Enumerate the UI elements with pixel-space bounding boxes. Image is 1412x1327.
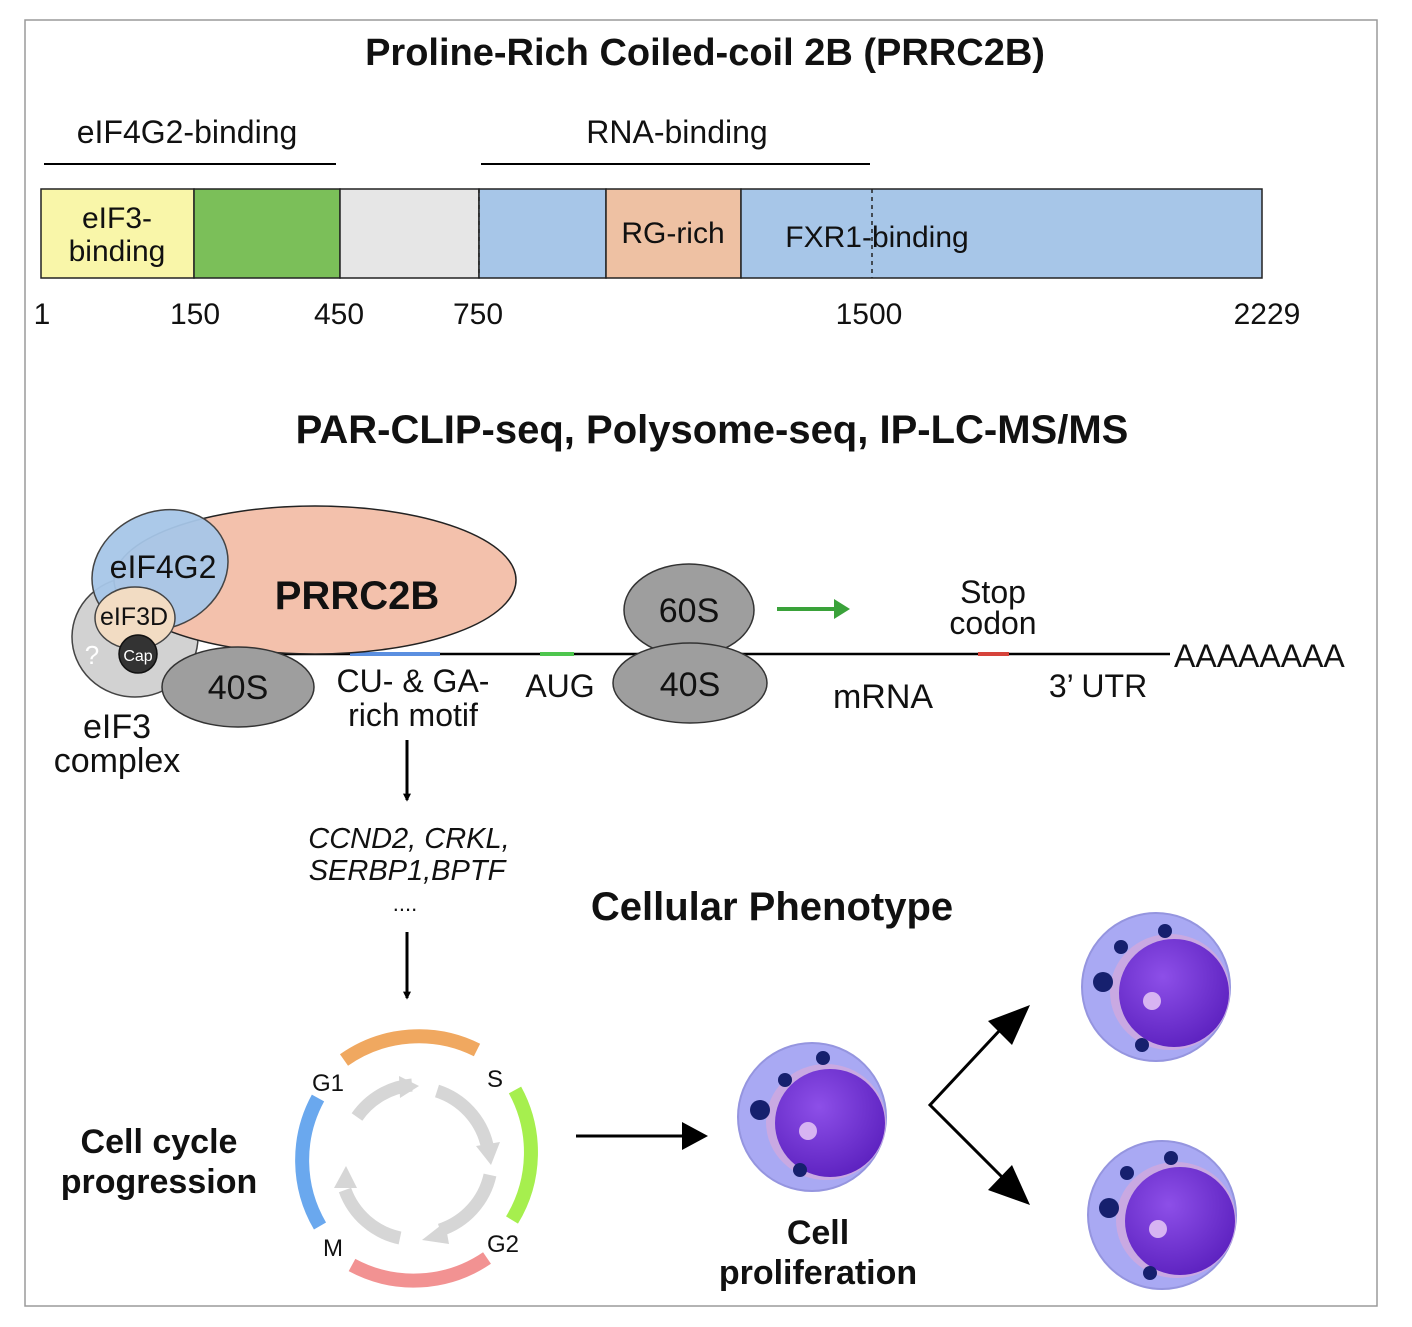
- aug-label: AUG: [525, 668, 594, 704]
- phase-m-label: M: [323, 1235, 343, 1262]
- position-label: 2229: [1234, 298, 1301, 331]
- position-label: 150: [170, 298, 220, 331]
- gray-domain: [339, 188, 480, 279]
- eif3d-label: eIF3D: [100, 603, 168, 631]
- ribosome-small-subunit-label: 40S: [660, 666, 721, 704]
- eif4g2-label: eIF4G2: [110, 549, 217, 585]
- cycle-inner-arrowhead: [399, 1076, 419, 1098]
- methods-title: PAR-CLIP-seq, Polysome-seq, IP-LC-MS/MS: [296, 408, 1129, 452]
- position-label: 1: [34, 298, 51, 331]
- fxr1-binding-label: FXR1-binding: [785, 221, 968, 254]
- position-label: 750: [453, 298, 503, 331]
- fxr1-binding-domain: [740, 188, 1263, 279]
- daughter-cell-icon: [1087, 1140, 1237, 1290]
- residue-positions: 1 150 450 750 1500 2229: [34, 298, 1301, 331]
- target-genes-ellipsis: ....: [393, 891, 417, 916]
- motif-label-1: CU- & GA-: [337, 663, 490, 699]
- cycle-inner-arrow: [434, 1084, 494, 1147]
- rna-binding-label: RNA-binding: [586, 114, 767, 150]
- eif3-complex-label-2: complex: [54, 742, 181, 780]
- phase-g2-label: G2: [487, 1231, 519, 1258]
- unknown-factor-label: ?: [85, 640, 99, 670]
- daughter-cell-icon: [1081, 912, 1231, 1062]
- ribosome-small-subunit-shape: [612, 642, 768, 724]
- cap-label: Cap: [123, 648, 152, 665]
- split-arrowhead-down: [988, 1165, 1030, 1205]
- motif-label-2: rich motif: [348, 697, 478, 733]
- position-label: 1500: [836, 298, 903, 331]
- g1-s-arc: [339, 1029, 481, 1066]
- eif3-complex-label-1: eIF3: [83, 708, 151, 746]
- large-subunit-label: 60S: [659, 592, 720, 630]
- cell-cycle-diagram: G1 S G2 M: [295, 1029, 538, 1288]
- prrc2b-label: PRRC2B: [275, 574, 439, 618]
- cycle-inner-arrow: [338, 1187, 402, 1245]
- phase-g1-label: G1: [312, 1070, 344, 1097]
- small-subunit-label: 40S: [208, 669, 269, 707]
- stop-codon-label-2: codon: [949, 605, 1036, 641]
- stop-codon-label-1: Stop: [960, 574, 1026, 610]
- m-g1-arc: [295, 1094, 327, 1230]
- cell-cycle-label-2: progression: [61, 1163, 257, 1201]
- rna-binding-domain: [478, 188, 607, 279]
- eif3-binding-label-1: eIF3-: [82, 202, 152, 235]
- cycle-inner-arrowhead: [476, 1142, 500, 1165]
- cell-cycle-label-1: Cell cycle: [81, 1123, 238, 1161]
- s-g2-arc: [505, 1086, 538, 1224]
- cycle-to-proliferation-arrowhead: [682, 1122, 708, 1150]
- figure-title: Proline-Rich Coiled-coil 2B (PRRC2B): [365, 32, 1045, 74]
- polya-tail-label: AAAAAAAA: [1174, 638, 1345, 674]
- initiation-complex: PRRC2B eIF4G2 eIF3D ? Cap 40S eIF3 compl…: [54, 505, 517, 780]
- target-genes-line-2: SERBP1,BPTF: [309, 855, 508, 887]
- cell-icon: [737, 1042, 887, 1192]
- split-arrowhead-up: [988, 1005, 1030, 1045]
- proliferation-split-lines: [927, 1028, 1007, 1182]
- small-subunit-shape: [161, 646, 315, 728]
- g2-m-arc: [348, 1252, 491, 1288]
- green-domain: [193, 188, 341, 279]
- rg-rich-domain: [605, 188, 742, 279]
- protein-domain-bar: eIF3- binding RG-rich FXR1-binding: [40, 188, 1263, 279]
- mrna-label: mRNA: [833, 678, 933, 716]
- cycle-inner-arrowhead: [422, 1222, 449, 1244]
- target-genes-line-1: CCND2, CRKL,: [308, 823, 509, 855]
- phenotype-title: Cellular Phenotype: [591, 885, 953, 929]
- position-label: 450: [314, 298, 364, 331]
- cycle-inner-arrow: [437, 1173, 497, 1237]
- phase-s-label: S: [487, 1066, 503, 1093]
- cycle-inner-arrowhead: [334, 1166, 357, 1188]
- translation-arrowhead: [834, 599, 850, 619]
- proliferation-label-2: proliferation: [719, 1254, 917, 1292]
- cap-shape: [118, 634, 158, 674]
- eif3-binding-label-2: binding: [69, 235, 166, 268]
- rg-rich-label: RG-rich: [621, 217, 724, 250]
- ribosome: 60S 40S: [612, 563, 768, 724]
- eif3-binding-domain: [40, 188, 195, 279]
- eif4g2-binding-label: eIF4G2-binding: [77, 114, 298, 150]
- utr-label: 3’ UTR: [1049, 668, 1147, 704]
- proliferation-label-1: Cell: [787, 1214, 849, 1252]
